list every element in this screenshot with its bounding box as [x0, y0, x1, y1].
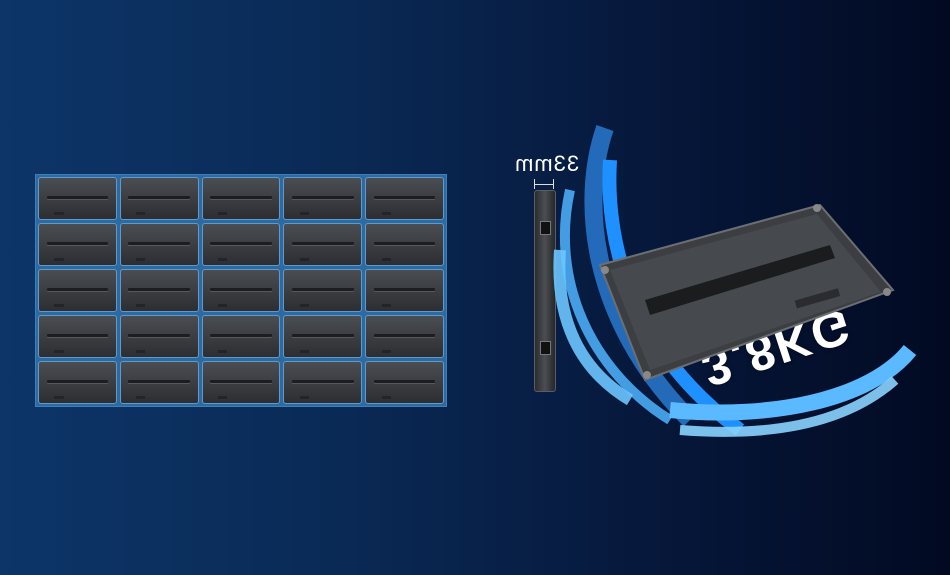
led-cabinet — [201, 223, 281, 266]
led-cabinet — [201, 269, 281, 312]
dimension-tick-left — [534, 179, 535, 189]
cabinet-angled-view — [598, 203, 895, 382]
led-cabinet — [283, 361, 363, 404]
led-cabinet — [119, 361, 199, 404]
led-cabinet — [365, 223, 444, 266]
cabinet-label-plate — [794, 288, 841, 309]
dimension-tick-right — [553, 179, 554, 189]
corner-lock — [813, 204, 821, 212]
led-cabinet — [283, 177, 363, 220]
corner-lock — [601, 266, 609, 274]
led-cabinet — [201, 177, 281, 220]
side-port-bottom — [540, 341, 551, 355]
led-cabinet — [38, 177, 117, 220]
cabinet-vent-strip — [645, 245, 835, 315]
led-cabinet — [283, 223, 363, 266]
swoosh-stripe-3 — [559, 188, 673, 425]
led-cabinet — [38, 269, 117, 312]
led-cabinet — [201, 361, 281, 404]
thickness-dimension-line — [534, 184, 554, 185]
led-cabinet — [201, 315, 281, 358]
led-cabinet — [119, 315, 199, 358]
swoosh-stripe-1 — [584, 125, 697, 427]
led-cabinet — [119, 269, 199, 312]
led-cabinet — [283, 315, 363, 358]
side-port-top — [540, 221, 551, 235]
corner-lock — [643, 371, 651, 379]
led-cabinet — [365, 315, 444, 358]
led-cabinet — [365, 177, 444, 220]
led-cabinet — [38, 223, 117, 266]
led-cabinet — [38, 315, 117, 358]
led-cabinet — [119, 223, 199, 266]
led-cabinet — [365, 269, 444, 312]
swoosh-stripe-4 — [553, 249, 634, 406]
led-cabinet — [119, 177, 199, 220]
swoosh-stripe-5 — [669, 344, 917, 421]
corner-lock — [883, 288, 891, 296]
led-cabinet — [283, 269, 363, 312]
led-video-wall — [36, 175, 446, 406]
led-cabinet — [38, 361, 117, 404]
led-cabinet — [365, 361, 444, 404]
swoosh-stripe-6 — [679, 376, 899, 437]
